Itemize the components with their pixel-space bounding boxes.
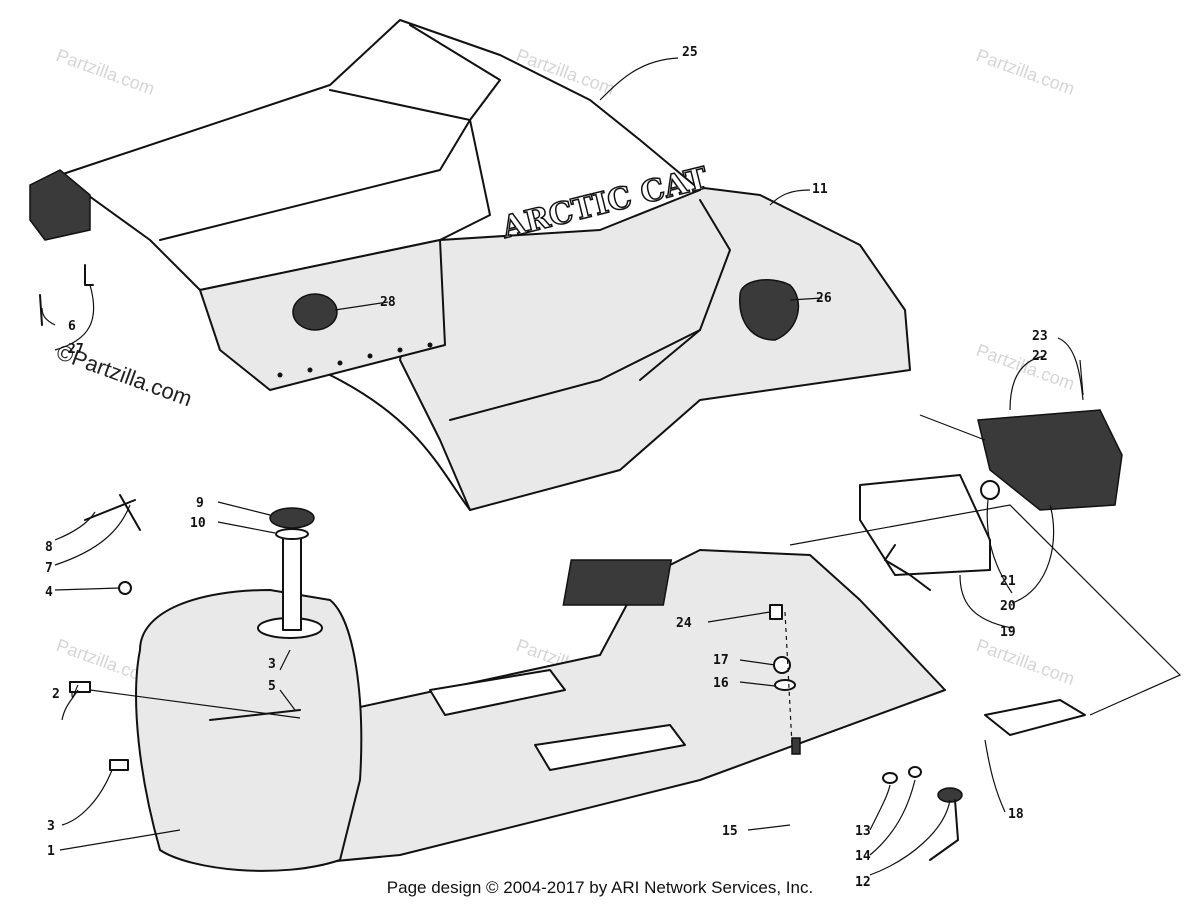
callout-24: 24 — [676, 616, 692, 631]
callout-12: 12 — [855, 875, 871, 890]
fitting-2 — [69, 681, 91, 693]
callout-1: 1 — [47, 844, 55, 859]
hose-3 — [109, 759, 129, 771]
chassis-vent-front — [429, 669, 566, 716]
seat-fold — [439, 119, 491, 241]
cap-cover-28 — [292, 293, 338, 331]
watermark-text: Partzilla.com — [974, 635, 1078, 689]
clamp-7 — [119, 494, 141, 531]
wire-19 — [884, 544, 931, 591]
watermark-text: Partzilla.com — [974, 340, 1078, 394]
callout-8: 8 — [45, 540, 53, 555]
tail-light-assembly — [789, 409, 1182, 716]
fuel-line-5 — [209, 709, 301, 721]
seat-top — [59, 19, 701, 291]
washer-14 — [908, 766, 922, 778]
callout-18: 18 — [1008, 807, 1024, 822]
callout-19: 19 — [1000, 625, 1016, 640]
callout-4: 4 — [45, 585, 53, 600]
fuel-line-hardware — [69, 494, 301, 771]
filler-assembly — [269, 507, 315, 631]
callout-11: 11 — [812, 182, 828, 197]
callout-25: 25 — [682, 45, 698, 60]
fuel-tank — [135, 589, 363, 872]
screw-6 — [39, 294, 43, 326]
alignment-dashed — [784, 611, 793, 746]
seat-ridge — [329, 24, 501, 121]
callout-21: 21 — [1000, 574, 1016, 589]
callout-27: 27 — [68, 342, 84, 357]
filler-tube — [282, 529, 302, 631]
screw-15 — [791, 737, 801, 755]
chassis — [229, 549, 1086, 871]
clamp-4 — [118, 581, 132, 595]
part-callouts: 25 11 28 26 6 27 23 22 21 20 19 9 10 8 7… — [45, 45, 1048, 890]
watermark-text: Partzilla.com — [974, 45, 1078, 99]
callout-5: 5 — [268, 679, 276, 694]
hardware-lower-right — [769, 604, 963, 861]
callout-13: 13 — [855, 824, 871, 839]
nut-16 — [774, 679, 796, 691]
rear-bumper — [29, 169, 91, 241]
callout-9: 9 — [196, 496, 204, 511]
hood-body — [399, 184, 911, 511]
callout-3-lower: 3 — [47, 819, 55, 834]
leader-lines — [41, 57, 1084, 876]
ground-wire-12 — [929, 799, 959, 861]
filler-gasket-10 — [275, 528, 309, 540]
fuel-hose-line — [89, 689, 301, 719]
seat-front-line — [159, 119, 471, 241]
hood-crease — [449, 329, 701, 421]
hood-assembly: ARCTIC CAT — [29, 19, 911, 511]
grommet-12 — [937, 787, 963, 803]
chassis-vent-rear — [534, 724, 686, 771]
bulb-21 — [980, 480, 1000, 500]
callout-6: 6 — [68, 319, 76, 334]
page-footer: Page design © 2004-2017 by ARI Network S… — [386, 878, 814, 897]
clip-27 — [84, 264, 94, 286]
wire-harness-outline — [789, 504, 1182, 716]
hood-grommet-26 — [739, 279, 800, 341]
callout-3-upper: 3 — [268, 657, 276, 672]
bracket-18 — [984, 699, 1086, 736]
callout-20: 20 — [1000, 599, 1016, 614]
hose-8 — [84, 499, 136, 521]
callout-22: 22 — [1032, 349, 1048, 364]
fuel-tank-body — [135, 589, 363, 872]
callout-26: 26 — [816, 291, 832, 306]
callout-15: 15 — [722, 824, 738, 839]
callout-2: 2 — [52, 687, 60, 702]
callout-28: 28 — [380, 295, 396, 310]
nut-13 — [882, 772, 898, 784]
tail-light-housing — [859, 474, 991, 576]
chassis-opening — [562, 559, 673, 606]
callout-7: 7 — [45, 561, 53, 576]
bolt-24 — [769, 604, 783, 620]
callout-23: 23 — [1032, 329, 1048, 344]
tail-light-lens — [977, 409, 1123, 511]
hood-ridge — [639, 199, 731, 381]
callout-17: 17 — [713, 653, 729, 668]
seat-rivets — [277, 342, 433, 378]
watermark-text: Partzilla.com — [54, 45, 158, 99]
hood-lower-edge — [329, 374, 471, 511]
callout-14: 14 — [855, 849, 871, 864]
callout-10: 10 — [190, 516, 206, 531]
hardware-upper-left — [39, 264, 94, 326]
gasket-line — [919, 414, 986, 441]
filler-cap-9 — [269, 507, 315, 529]
callout-16: 16 — [713, 676, 729, 691]
